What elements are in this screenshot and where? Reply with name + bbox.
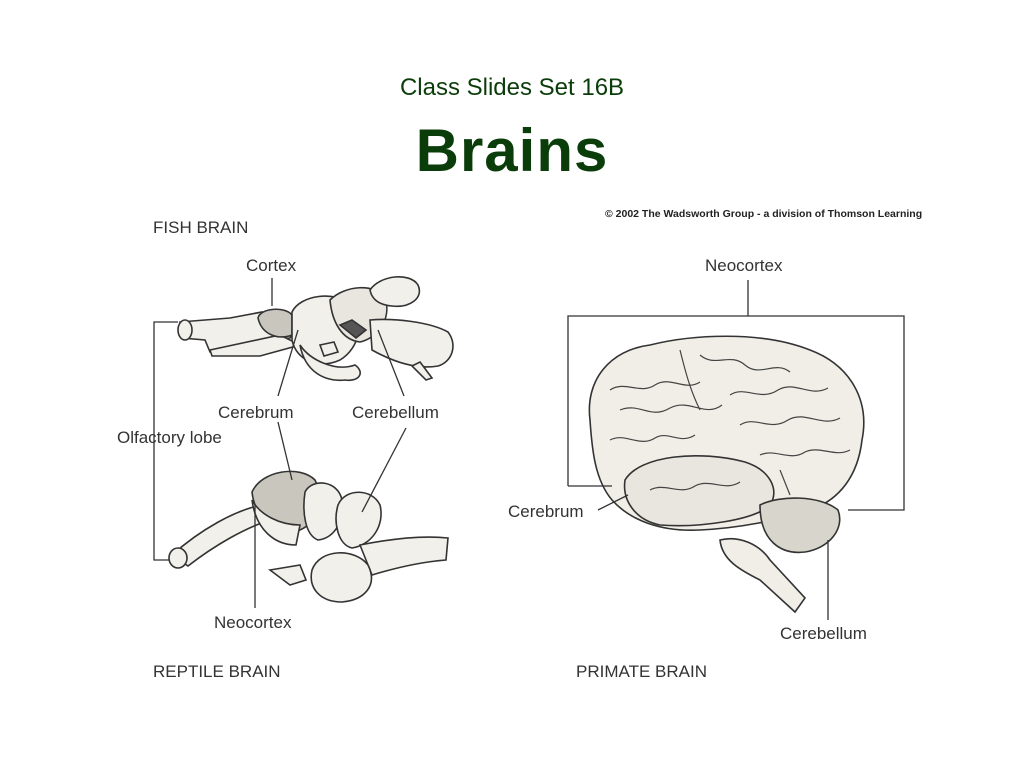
copyright-notice: © 2002 The Wadsworth Group - a division … (605, 208, 923, 220)
primate-brain-caption: PRIMATE BRAIN (576, 662, 707, 681)
slide-title: Brains (415, 117, 609, 184)
fish-brain-caption: FISH BRAIN (153, 218, 249, 237)
primate-brain-illustration (588, 335, 865, 614)
reptile-label-neocortex: Neocortex (214, 613, 292, 632)
label-olfactory-lobe: Olfactory lobe (117, 428, 222, 447)
primate-label-neocortex: Neocortex (705, 256, 783, 275)
reptile-leader-lines (254, 421, 407, 608)
reptile-brain-illustration (168, 470, 449, 603)
fish-label-cerebellum: Cerebellum (352, 403, 439, 422)
primate-leader-lines (567, 280, 905, 620)
reptile-brain-caption: REPTILE BRAIN (153, 662, 281, 681)
fish-label-cortex: Cortex (246, 256, 297, 275)
fish-leader-lines (153, 278, 405, 561)
slide-subtitle: Class Slides Set 16B (399, 74, 625, 101)
fish-brain-illustration (177, 276, 454, 382)
fish-label-cerebrum: Cerebrum (218, 403, 294, 422)
primate-label-cerebrum: Cerebrum (508, 502, 584, 521)
primate-label-cerebellum: Cerebellum (780, 624, 867, 643)
